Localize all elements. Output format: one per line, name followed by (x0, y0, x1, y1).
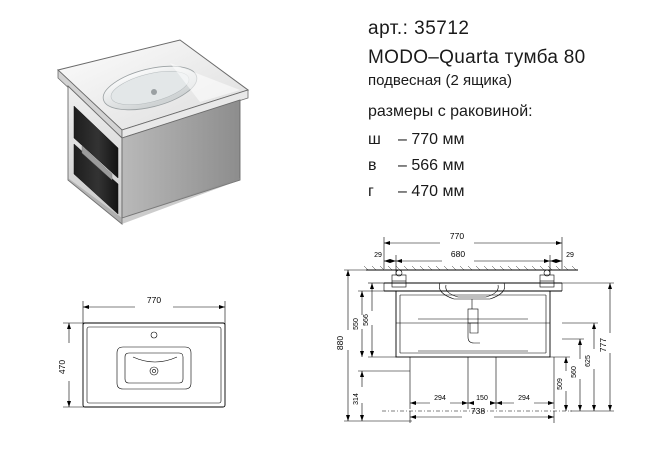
dimension-value-depth: – 470 мм (398, 183, 465, 200)
article-number: арт.: 35712 (368, 18, 470, 39)
dimension-row-depth: г – 470 мм (368, 183, 648, 201)
dimension-value-width: – 770 мм (398, 131, 465, 148)
topview-width-label: 770 (147, 295, 161, 305)
tech-depth-625-label: 625 (585, 355, 592, 367)
tech-right-offset-label: 29 (566, 252, 574, 259)
tech-total-width-label: 770 (450, 231, 464, 241)
tech-seg-294-left-label: 294 (434, 395, 446, 402)
topview-depth-label: 470 (57, 360, 67, 374)
tech-height-314-label: 314 (353, 393, 360, 405)
dimension-key-width: ш (368, 131, 381, 148)
tech-seg-150-label: 150 (476, 395, 488, 402)
spec-text-block: арт.: 35712 MODO–Quarta тумба 80 подвесн… (368, 18, 648, 209)
dimension-key-depth: г (368, 183, 374, 200)
tech-height-566-label: 566 (363, 314, 370, 326)
tech-depth-560-label: 560 (571, 366, 578, 378)
tech-height-550-label: 550 (353, 318, 360, 330)
tech-seg-294-right-label: 294 (518, 395, 530, 402)
dimension-key-height: в (368, 157, 377, 174)
product-title: MODO–Quarta тумба 80 (368, 47, 586, 68)
tech-height-880-label: 880 (335, 336, 345, 350)
tech-inner-width-label: 680 (451, 249, 465, 259)
tech-depth-509-label: 509 (557, 378, 564, 390)
dimension-row-height: в – 566 мм (368, 157, 648, 175)
dimension-value-height: – 566 мм (398, 157, 465, 174)
top-view-drawing: 770 470 (45, 285, 285, 435)
product-subtitle: подвесная (2 ящика) (368, 72, 513, 89)
tech-left-offset-label: 29 (374, 252, 382, 259)
dimensions-label: размеры с раковиной: (368, 103, 533, 120)
technical-drawing: 770 29 680 29 (322, 225, 642, 460)
product-photo (50, 28, 255, 225)
dimension-row-width: ш – 770 мм (368, 131, 648, 149)
tech-depth-777-label: 777 (598, 338, 608, 352)
